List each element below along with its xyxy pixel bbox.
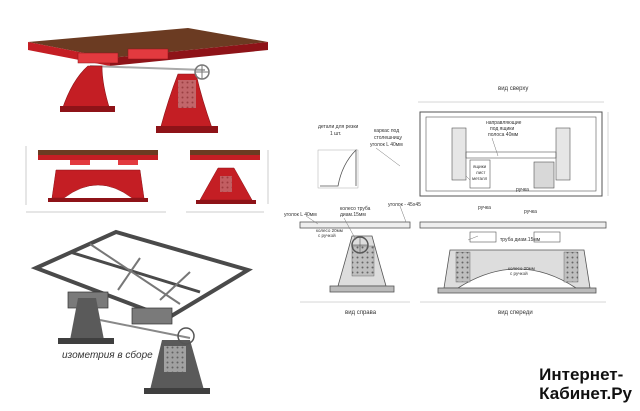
frame-table-line2: столешницу bbox=[374, 135, 403, 141]
watermark: Интернет- Кабинет.Ру bbox=[539, 365, 632, 403]
front-view bbox=[419, 221, 607, 303]
drawers-line3: металл bbox=[472, 176, 488, 181]
rails-line2: под ящики bbox=[490, 126, 514, 132]
front-elevation-red bbox=[25, 146, 166, 213]
wheel-3-line1: колесо 20мм bbox=[508, 266, 535, 271]
top-view-title: вид сверху bbox=[498, 86, 528, 92]
details-laser-line1: детали для резки bbox=[318, 124, 359, 130]
watermark-line1: Интернет- bbox=[539, 365, 624, 384]
frame-table-line1: каркас под bbox=[374, 128, 399, 134]
frame-table-line3: уголок L 40мм bbox=[370, 142, 403, 148]
top-view bbox=[418, 101, 609, 197]
details-laser-line2: 1 шт. bbox=[330, 131, 341, 137]
front-view-title: вид спереди bbox=[498, 310, 533, 316]
wheel-1-line2: диам.15мм bbox=[340, 212, 366, 218]
wheel-1-line1: колесо труба bbox=[340, 206, 371, 212]
handle-label-3: ручка bbox=[524, 209, 537, 215]
side-view bbox=[299, 221, 411, 303]
iso-caption: изометрия в сборе bbox=[62, 349, 153, 361]
leader-lines bbox=[305, 137, 499, 241]
pipe-label: труба диам.15мм bbox=[500, 237, 541, 243]
wheel-2-line1: колесо 20мм bbox=[316, 228, 343, 233]
wheel-3-line2: с ручкой bbox=[510, 270, 528, 276]
drawers-line1: ящики bbox=[473, 164, 487, 169]
handle-label-2: ручка bbox=[478, 205, 491, 211]
iso-frame bbox=[30, 229, 253, 321]
side-elevation-red bbox=[186, 150, 269, 213]
laser-detail bbox=[317, 149, 359, 189]
angle-l40-label: уголок L 40мм bbox=[284, 212, 317, 218]
watermark-line2: Кабинет.Ру bbox=[539, 384, 632, 403]
rails-line1: направляющие bbox=[486, 120, 522, 126]
side-view-title: вид справа bbox=[345, 310, 377, 316]
wheel-2-line2: с ручкой bbox=[318, 232, 336, 238]
angle-45-label: уголок - 45х45 bbox=[388, 202, 421, 208]
handle-label-1: ручка bbox=[516, 187, 529, 193]
rails-line3: полоса 40мм bbox=[488, 132, 519, 138]
iso-base bbox=[58, 291, 210, 394]
table-render bbox=[28, 28, 268, 133]
drawers-line2: лист bbox=[476, 170, 485, 175]
